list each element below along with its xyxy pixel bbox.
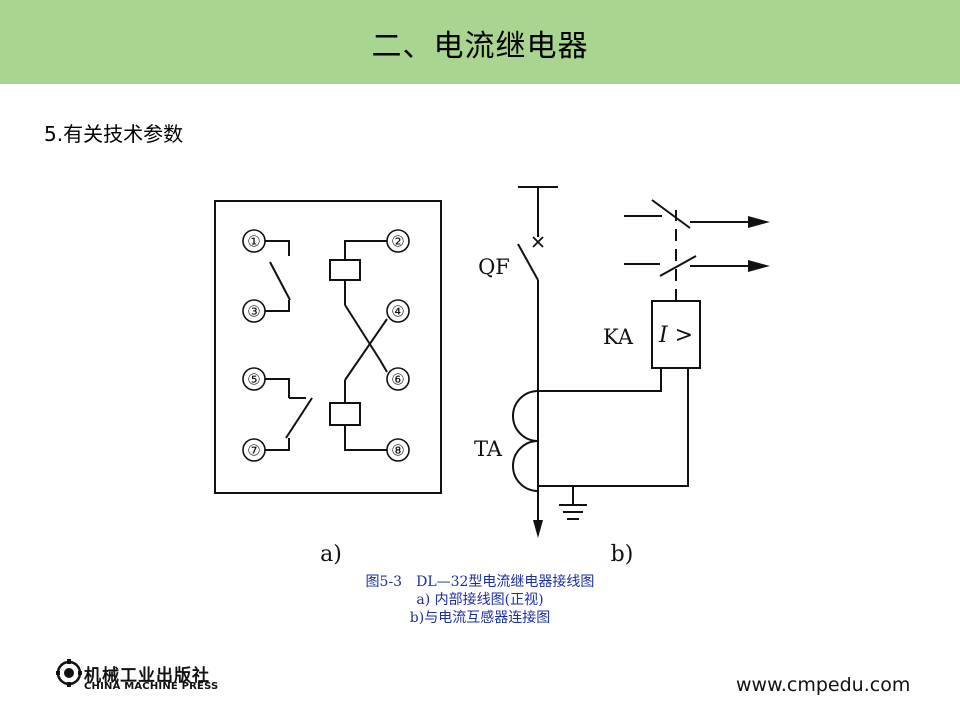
figure-caption-title: 图5-3 DL—32型电流继电器接线图	[365, 574, 595, 590]
lower-output-arrow	[748, 260, 770, 272]
lower-contact-blade	[659, 255, 697, 277]
terminal-5-label: ⑤	[247, 371, 260, 389]
cross-wire-from-4	[344, 318, 388, 381]
terminal-7-label: ⑦	[247, 442, 260, 460]
ct-coil-upper	[512, 390, 539, 442]
relay-housing-outline	[214, 200, 442, 494]
breaker-qf-blade	[517, 243, 539, 281]
ct-coil-lower	[512, 440, 539, 492]
figure-caption-a: a) 内部接线图(正视)	[416, 592, 544, 608]
upper-contact-blade	[651, 199, 691, 229]
figure-caption-b: b)与电流互感器连接图	[409, 610, 551, 626]
relay-symbol: I >	[658, 323, 693, 348]
coil-upper-top-lead	[344, 240, 387, 260]
upper-output-arrow	[748, 216, 770, 228]
coil-upper	[329, 259, 361, 281]
terminal-6-label: ⑥	[391, 371, 404, 389]
terminal-6-circle	[386, 367, 410, 391]
coil-lower-bottom-lead	[344, 425, 387, 451]
ct-secondary-wire-top	[538, 368, 662, 392]
section-heading: 5.有关技术参数	[44, 122, 184, 146]
contact-3-lower-lead	[265, 300, 290, 312]
terminal-4-label: ④	[391, 303, 404, 321]
terminal-4-circle	[386, 299, 410, 323]
publisher-name-cn: 机械工业出版社	[84, 666, 210, 686]
contact-5-lead	[265, 378, 290, 398]
cross-wire-to-6	[344, 304, 381, 361]
terminal-1-label: ①	[247, 233, 260, 251]
page-title: 二、电流继电器	[371, 29, 589, 64]
coil-lower	[329, 402, 361, 426]
ct-secondary-wire-bottom	[538, 368, 689, 487]
contact-7-lead	[265, 438, 290, 451]
qf-label: QF	[478, 255, 510, 279]
terminal-2-label: ②	[391, 233, 404, 251]
publisher-name-en: CHINA MACHINE PRESS	[84, 681, 219, 692]
terminal-3-label: ③	[247, 303, 260, 321]
contact-1-3-blade	[269, 261, 291, 301]
diagram-a-label: a)	[320, 542, 342, 567]
diagram-b-label: b)	[611, 542, 634, 567]
wire-to-terminal-6	[379, 359, 388, 373]
ka-label: KA	[603, 325, 634, 349]
contact-1-upper-lead	[265, 240, 290, 256]
header-bar	[0, 0, 960, 84]
feeder-arrow	[533, 520, 543, 538]
diagram-b-ct-connection: QF TA I > KA b)	[474, 186, 770, 567]
publisher-logo-icon	[56, 659, 82, 687]
breaker-x-mark-2	[532, 236, 544, 248]
contact-5-7-blade	[285, 397, 313, 439]
ta-label: TA	[474, 437, 503, 461]
website-url: www.cmpedu.com	[736, 674, 911, 696]
diagram-a-internal-wiring: ① ② ③ ④ ⑤ ⑥ ⑦ ⑧ a)	[214, 200, 442, 567]
terminal-8-label: ⑧	[391, 442, 404, 460]
